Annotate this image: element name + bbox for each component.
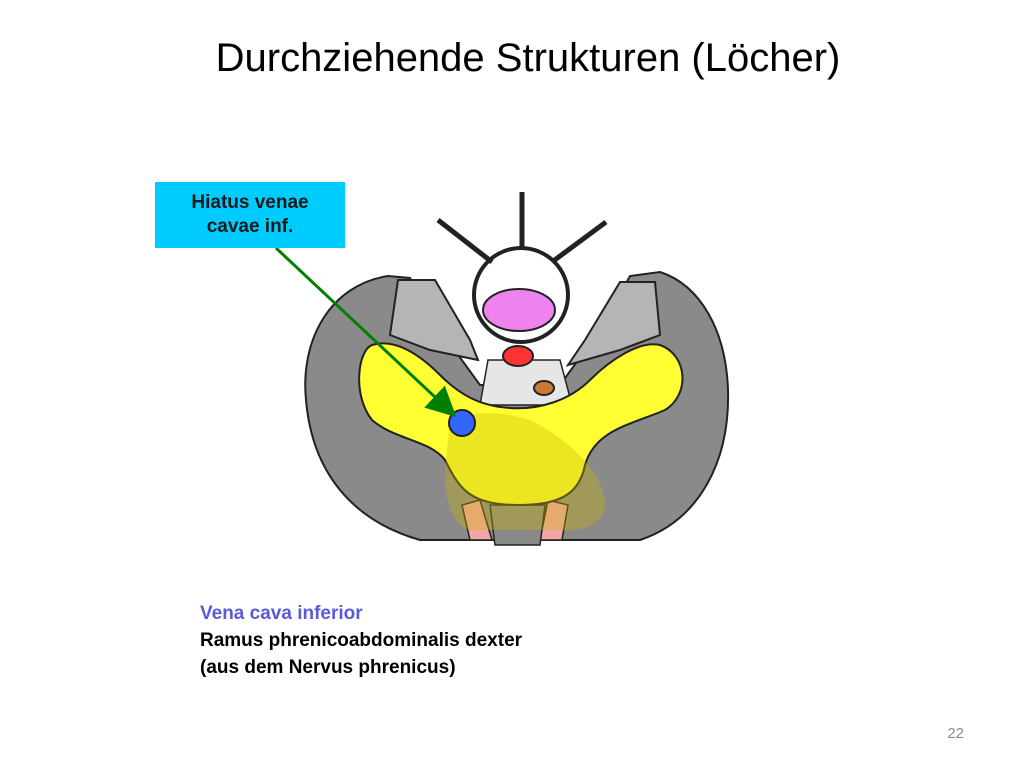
crus-left	[461, 499, 494, 541]
liver-shadow	[445, 413, 606, 531]
transverse-process-right	[550, 219, 608, 265]
central-tendon	[358, 342, 684, 507]
vena-cava-inferior	[448, 409, 476, 437]
legend-nerve-label-2: (aus dem Nervus phrenicus)	[200, 657, 456, 678]
vertebral-body	[482, 288, 556, 332]
transverse-process-left	[436, 218, 494, 264]
callout-line-2: cavae inf.	[206, 216, 294, 237]
legend-vein-label: Vena cava inferior	[200, 603, 363, 624]
diaphragm-muscle-inner-right	[565, 281, 662, 367]
diaphragm-muscle-inner-left	[388, 279, 480, 362]
esophagus	[533, 380, 555, 396]
hiatus-callout-box: Hiatus venae cavae inf.	[155, 182, 345, 248]
aorta	[502, 345, 534, 367]
diaphragm-central-region	[479, 359, 573, 406]
callout-arrow	[274, 246, 457, 418]
legend-nerve-label-1: Ramus phrenicoabdominalis dexter	[200, 630, 523, 651]
callout-line-1: Hiatus venae	[191, 192, 309, 213]
legend: Vena cava inferior Ramus phrenicoabdomin…	[200, 600, 522, 681]
slide-title: Durchziehende Strukturen (Löcher)	[215, 36, 841, 80]
page-number: 22	[947, 725, 964, 742]
